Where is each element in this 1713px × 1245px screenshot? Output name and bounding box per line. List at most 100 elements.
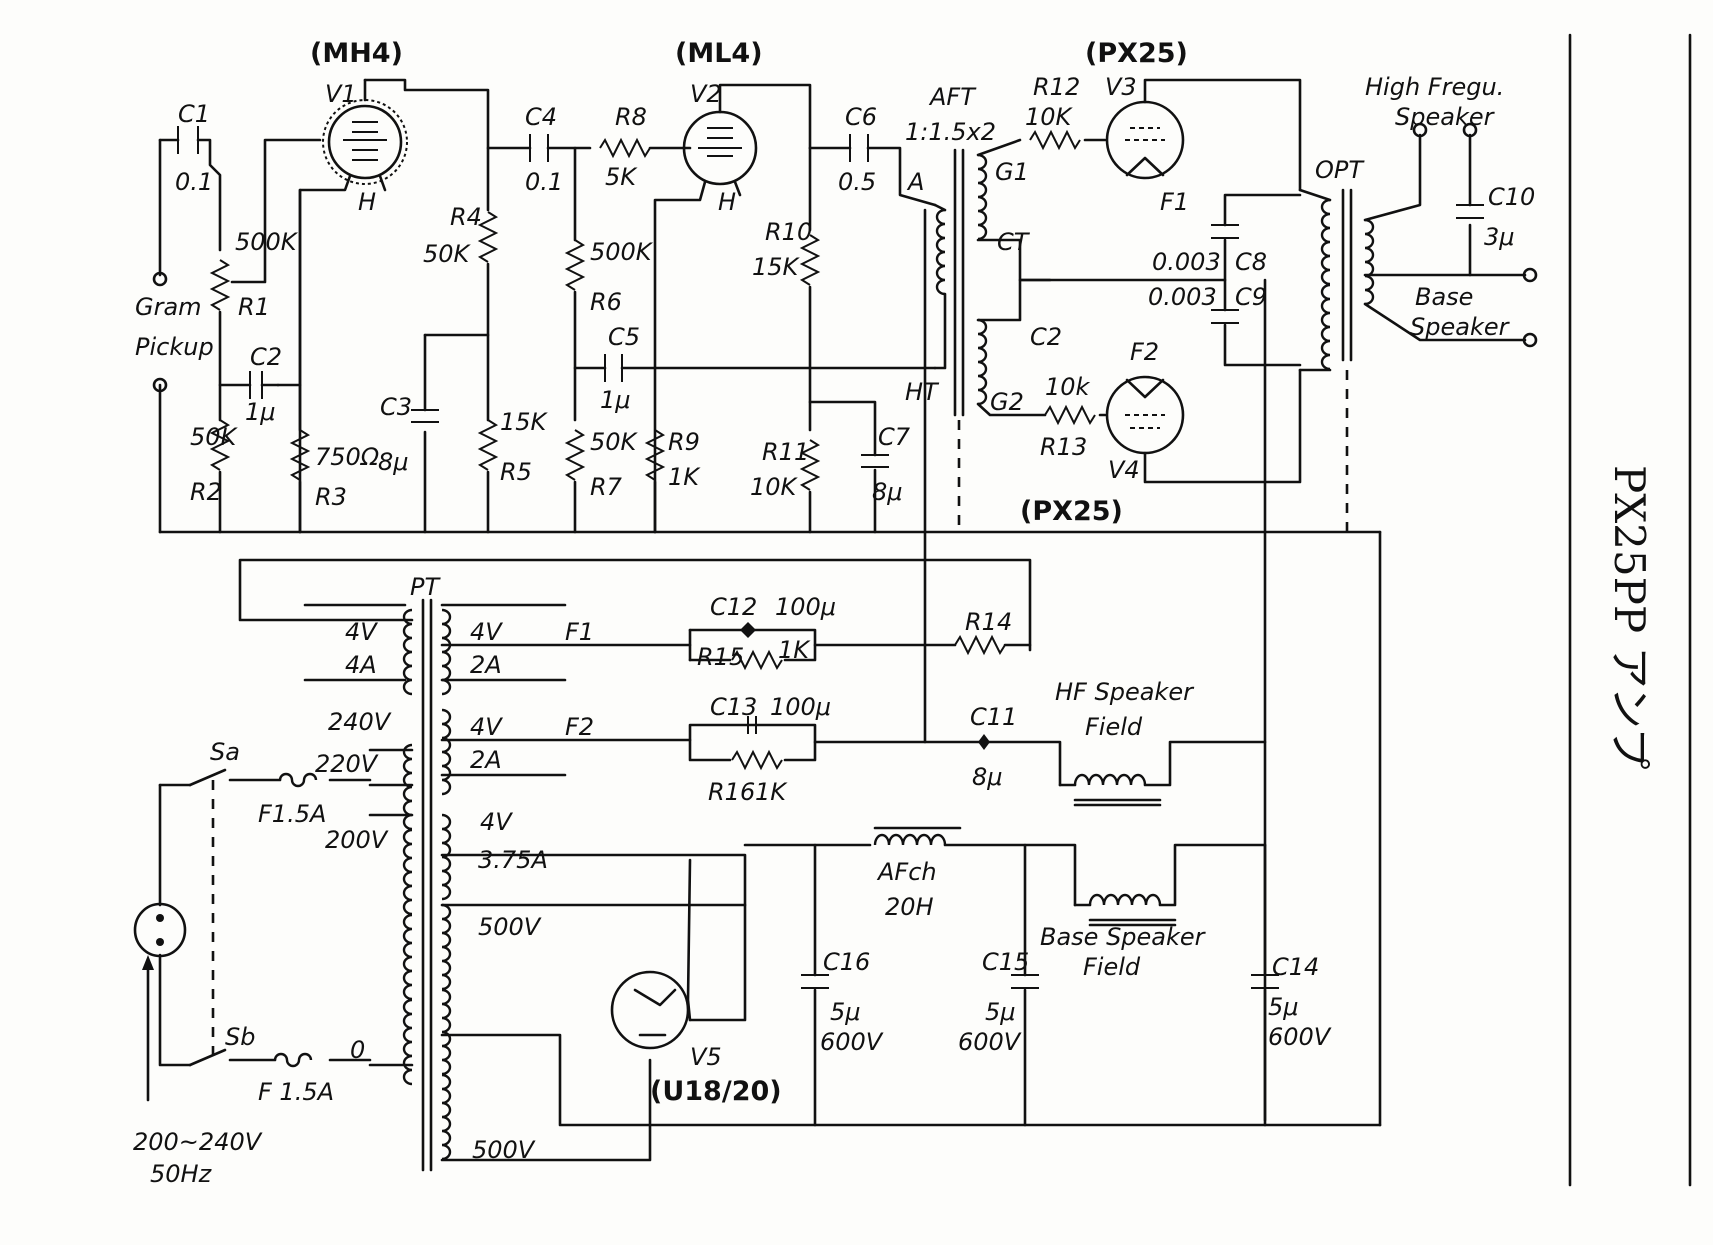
mains-voltage-label: 200~240V [133, 1128, 263, 1156]
c10-name: C10 [1488, 183, 1535, 211]
filament-networks [688, 208, 1062, 787]
v4-tube [1105, 368, 1302, 484]
hf-field-label2: Field [1085, 713, 1143, 741]
c4-value: 0.1 [525, 168, 563, 196]
hf-field-label1: HF Speaker [1055, 678, 1195, 706]
c1-name: C1 [178, 100, 210, 128]
r8-value: 5K [605, 163, 638, 191]
aft-ht-label: HT [905, 378, 940, 406]
c2-value: 1μ [245, 398, 276, 426]
aft-name: AFT [928, 83, 977, 111]
v1-plate-network [363, 78, 692, 534]
v2-network [566, 134, 937, 534]
v1-type-label: (MH4) [310, 38, 403, 69]
r16-name: R16 [708, 778, 755, 806]
v3-filament-label: F1 [1160, 188, 1189, 216]
pt-tap-220: 220V [315, 750, 379, 778]
switch-sa-label: Sa [210, 738, 240, 766]
c9-name: C9 [1235, 283, 1267, 311]
margin-lines [1568, 33, 1692, 1187]
c15-value: 5μ [985, 998, 1016, 1026]
high-speaker-label2: Speaker [1395, 103, 1496, 131]
r9-name: R9 [668, 428, 700, 456]
pt-w3-amp: 2A [470, 746, 502, 774]
c16-name: C16 [823, 948, 870, 976]
pt-w2-volt: 4V [470, 618, 503, 646]
r1-value: 500K [235, 228, 299, 256]
pt-w1-amp: 4A [345, 651, 377, 679]
pt-w3-fil: F2 [565, 713, 594, 741]
afch-value: 20H [885, 893, 934, 921]
r3-name: R3 [315, 483, 347, 511]
c2-name: C2 [250, 343, 282, 371]
opt-name: OPT [1315, 156, 1365, 184]
c6-value: 0.5 [838, 168, 876, 196]
r5-value: 15K [500, 408, 549, 436]
r15-name: R15 [697, 643, 744, 671]
v1-id-label: V1 [325, 80, 357, 108]
pt-transformer [238, 558, 1382, 1172]
aft-ratio: 1:1.5x2 [905, 118, 996, 146]
c3-name: C3 [380, 393, 412, 421]
pt-tap-240: 240V [328, 708, 392, 736]
mains-hz-label: 50Hz [150, 1160, 213, 1188]
r6-value: 500K [590, 238, 654, 266]
r9-value: 1K [668, 463, 701, 491]
v1-input-network [152, 126, 322, 534]
r10-value: 15K [752, 253, 801, 281]
v5-type-label: (U18/20) [650, 1076, 782, 1107]
c14-value-dummy: 100μ [770, 693, 831, 721]
high-speaker-label: High Fregu. [1365, 73, 1504, 101]
c6-name: C6 [845, 103, 877, 131]
c7-value: 8μ [872, 478, 903, 506]
pt-w4-amp: 3.75A [478, 846, 548, 874]
v2-heater-label: H [718, 188, 736, 216]
c15-voltage: 600V [958, 1028, 1022, 1056]
r13-value: 10k [1045, 373, 1091, 401]
c14-voltage: 600V [1268, 1023, 1332, 1051]
mains-input [133, 768, 372, 1102]
r12-name: R12 [1033, 73, 1080, 101]
fuse1-label: F1.5A [258, 800, 326, 828]
aft-ct-label: CT [997, 228, 1031, 256]
hf-field-coil [1058, 740, 1267, 807]
opt-transformer [1018, 122, 1538, 1122]
r2-name: R2 [190, 478, 222, 506]
aft-g2-label: G2 [990, 388, 1024, 416]
r15-value: 1K [778, 636, 811, 664]
c5-name: C5 [608, 323, 640, 351]
r3-value: 750Ω [315, 443, 380, 471]
pt-w2-fil: F1 [565, 618, 594, 646]
pt-w1-volt: 4V [345, 618, 378, 646]
r7-name: R7 [590, 473, 623, 501]
c3-value: 8μ [378, 448, 409, 476]
base-speaker-label: Base [1415, 283, 1473, 311]
pt-w2-amp: 2A [470, 651, 502, 679]
pt-w4-volt: 4V [480, 808, 513, 836]
pt-hv1: 500V [478, 913, 542, 941]
input-label-gram: Gram [135, 293, 202, 321]
aft-g1-label: G1 [995, 158, 1029, 186]
v2-tube [653, 83, 812, 534]
c5-value: 1μ [600, 386, 631, 414]
r7-value: 50K [590, 428, 639, 456]
aft-a-label: A [906, 168, 924, 196]
v2-id-label: V2 [690, 80, 722, 108]
r12-value: 10K [1025, 103, 1074, 131]
r6-name: R6 [590, 288, 622, 316]
v3-type-label: (PX25) [1085, 38, 1188, 69]
c16-value: 5μ [830, 998, 861, 1026]
base-field-label1: Base Speaker [1040, 923, 1207, 951]
r2-value: 50K [190, 423, 239, 451]
v5-id-label: V5 [690, 1043, 722, 1071]
r14-name: R14 [965, 608, 1012, 636]
r13-name: R13 [1040, 433, 1087, 461]
c8-value: 0.003 [1152, 248, 1221, 276]
pt-w3-volt: 4V [470, 713, 503, 741]
v4-filament-label: F2 [1130, 338, 1159, 366]
v2-type-label: (ML4) [675, 38, 763, 69]
c12-name: C12 [710, 593, 757, 621]
r10-name: R10 [765, 218, 812, 246]
labels: (MH4) (ML4) (PX25) (PX25) (U18/20) V1 H … [133, 38, 1535, 1188]
c4-name: C4 [525, 103, 557, 131]
